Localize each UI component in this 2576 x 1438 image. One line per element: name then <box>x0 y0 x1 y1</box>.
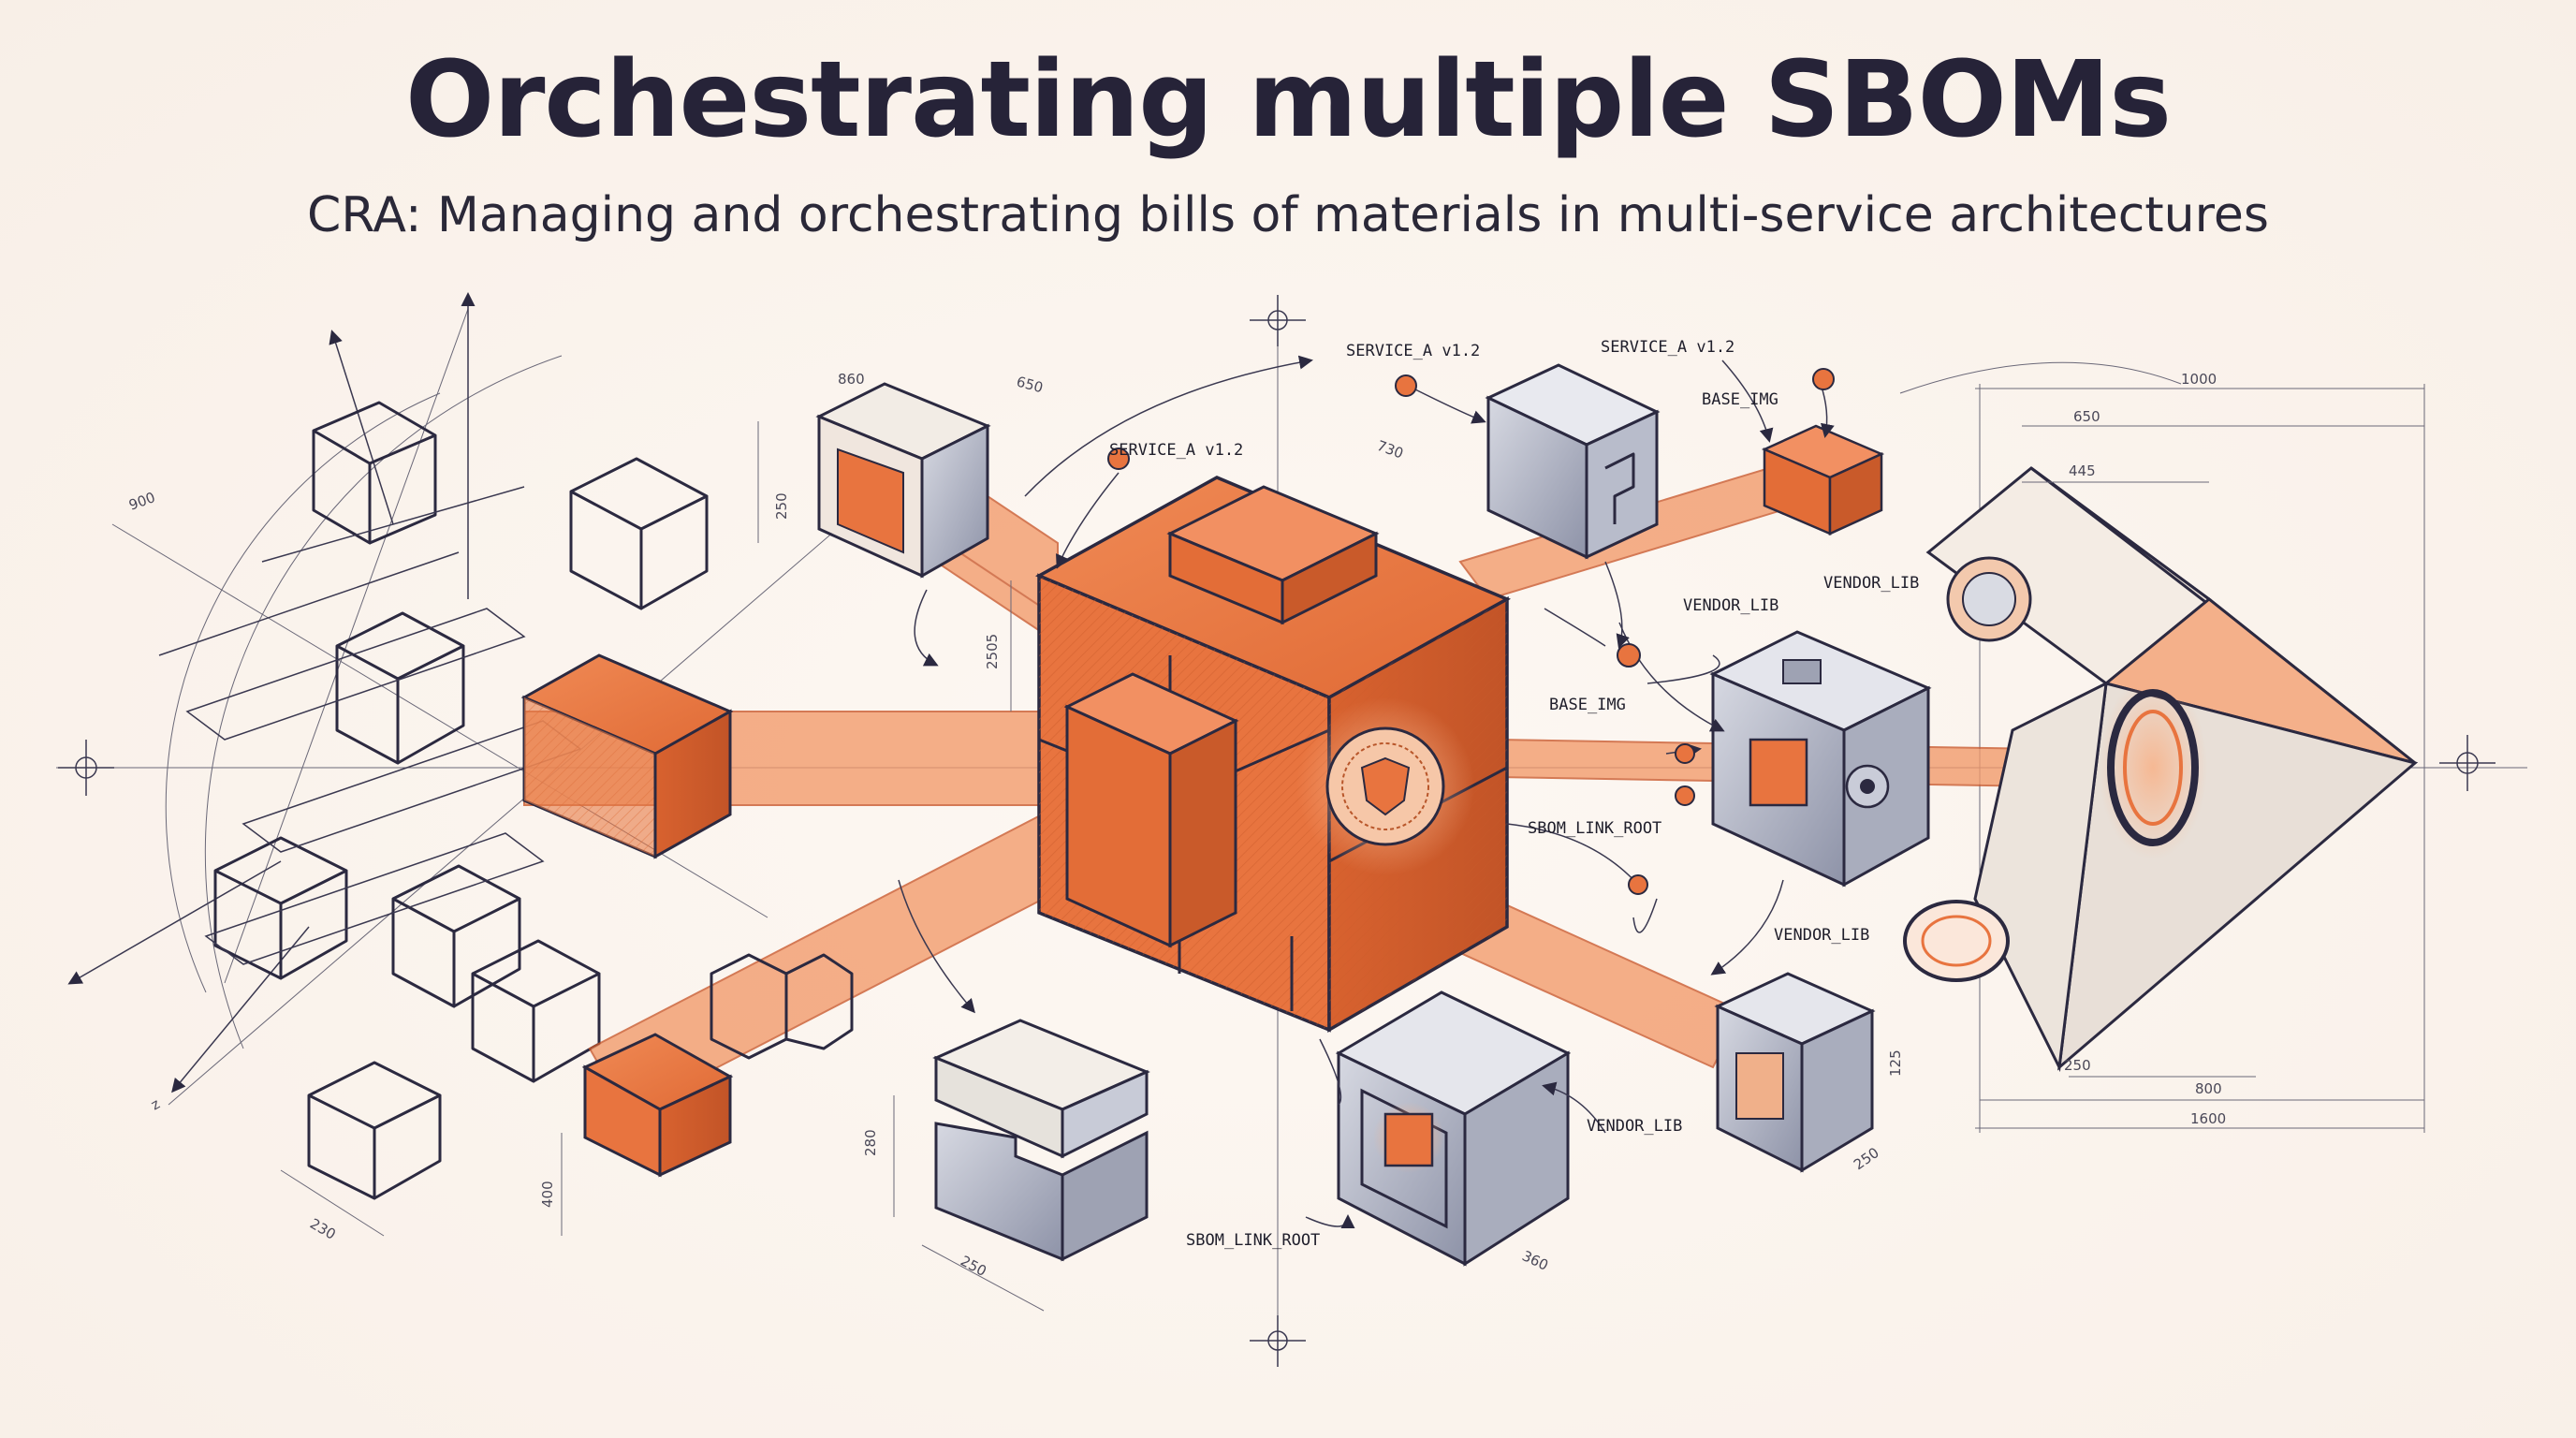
label-service-a-left: SERVICE_A v1.2 <box>1109 441 1243 460</box>
node-dot <box>1675 785 1695 806</box>
label-base-img-mid: BASE_IMG <box>1549 696 1626 714</box>
node-dot <box>1617 643 1641 668</box>
page-subtitle: CRA: Managing and orchestrating bills of… <box>307 187 2269 243</box>
dim-900: 900 <box>126 489 157 514</box>
right-pyramid: 1000 650 445 250 800 1600 <box>1903 371 2424 1127</box>
dim-1600: 1600 <box>2190 1110 2226 1127</box>
top-right-cube <box>1485 363 1885 560</box>
right-gear-cube <box>1709 630 1932 888</box>
crosshair-right <box>2439 735 2496 791</box>
dim-125: 125 <box>1887 1049 1904 1077</box>
dim-2505: 2505 <box>984 634 1001 669</box>
node-dot <box>1675 743 1695 764</box>
ring-bottom-icon <box>1903 900 2010 982</box>
node-dot <box>1107 448 1130 470</box>
dim-axis-z: z <box>148 1095 163 1114</box>
crosshair-marks <box>58 295 2496 1367</box>
dim-650-right: 650 <box>2073 408 2100 425</box>
dim-445: 445 <box>2069 462 2096 479</box>
dim-230: 230 <box>307 1215 339 1243</box>
node-dot <box>1628 874 1648 895</box>
central-sbom-cube <box>1034 476 1512 1034</box>
label-vendor-lib-bottom: VENDOR_LIB <box>1587 1117 1682 1136</box>
bottom-frame-cube: 360 <box>1335 990 1572 1274</box>
label-service-a-right: SERVICE_A v1.2 <box>1601 338 1734 357</box>
node-labels: SERVICE_A v1.2 SERVICE_A v1.2 SERVICE_A … <box>1109 338 1919 1250</box>
flow-arrows <box>898 355 1835 1229</box>
dim-800: 800 <box>2195 1080 2222 1097</box>
bottom-gray-block: 280 250 <box>862 1019 1150 1312</box>
dim-860: 860 <box>838 371 865 388</box>
label-service-a-top: SERVICE_A v1.2 <box>1346 342 1480 360</box>
dim-250-bottom: 250 <box>958 1253 989 1280</box>
dim-400: 400 <box>539 1181 556 1208</box>
label-sbom-link-root-mid: SBOM_LINK_ROOT <box>1528 819 1661 838</box>
crosshair-bottom <box>1250 1315 1306 1367</box>
dim-1000: 1000 <box>2181 371 2217 388</box>
dim-650-top: 650 <box>1015 373 1045 396</box>
top-left-cube: 860 650 730 250 2505 <box>757 371 1406 712</box>
label-vendor-lib-mid: VENDOR_LIB <box>1683 596 1778 615</box>
node-dots <box>1107 368 1835 895</box>
bottom-right-cube: 125 250 <box>1714 972 1904 1173</box>
ring-lens-icon <box>2107 689 2199 846</box>
node-dot <box>1395 374 1417 397</box>
page-title: Orchestrating multiple SBOMs <box>404 39 2172 161</box>
node-dot <box>1812 368 1835 390</box>
left-orange-cube <box>520 653 734 859</box>
dim-360: 360 <box>1519 1247 1551 1273</box>
dim-280: 280 <box>862 1129 879 1156</box>
left-wireframe-cluster: z <box>67 292 709 1243</box>
label-vendor-lib-top: VENDOR_LIB <box>1823 574 1919 593</box>
dim-250-cube: 250 <box>1851 1144 1882 1173</box>
label-base-img-top: BASE_IMG <box>1702 390 1778 409</box>
bottom-left-orange-block <box>581 953 854 1178</box>
dim-250-left: 250 <box>773 492 790 520</box>
crosshair-left <box>58 740 114 796</box>
label-sbom-link-root-bottom: SBOM_LINK_ROOT <box>1186 1231 1320 1250</box>
dim-730: 730 <box>1375 437 1406 462</box>
label-vendor-lib-right: VENDOR_LIB <box>1774 926 1869 945</box>
crosshair-top <box>1250 295 1306 346</box>
dim-250-right: 250 <box>2064 1057 2091 1074</box>
